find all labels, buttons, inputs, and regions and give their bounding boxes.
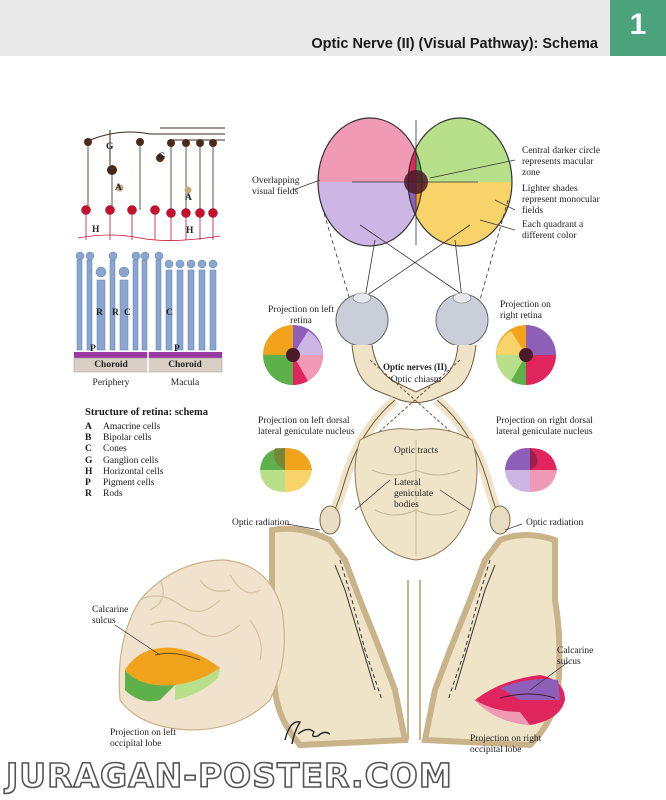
retina-schema bbox=[73, 127, 225, 373]
retina-letter-g-1: G bbox=[106, 142, 114, 152]
calcarine-left-label: Calcarine sulcus bbox=[92, 605, 129, 626]
projection-left-lgn-label: Projection on left dorsal lateral genicu… bbox=[258, 416, 355, 437]
projection-right-occipital-label: Projection on right occipital lobe bbox=[470, 734, 542, 755]
retina-letter-c-1: C bbox=[124, 308, 131, 318]
periphery-label: Periphery bbox=[92, 378, 130, 388]
overlapping-visual-fields bbox=[317, 117, 513, 247]
projection-right-lgn-label: Projection on right dorsal lateral genic… bbox=[496, 416, 593, 437]
page-title: Optic Nerve (II) (Visual Pathway): Schem… bbox=[311, 36, 598, 52]
choroid-label-right: Choroid bbox=[168, 360, 202, 370]
macula-label: Macula bbox=[170, 378, 200, 388]
brainstem bbox=[319, 428, 511, 561]
right-occipital-projection bbox=[475, 675, 565, 725]
each-quadrant-label: Each quadrant a different color bbox=[522, 220, 584, 241]
lateral-geniculate-label: Lateral geniculate bodies bbox=[394, 478, 434, 510]
amacrine-cells bbox=[116, 184, 192, 194]
ganglion-cells bbox=[84, 138, 217, 175]
optic-nerves-label: Optic nerves (II) bbox=[383, 362, 447, 372]
projection-left-occipital-label: Projection on left occipital lobe bbox=[110, 728, 176, 749]
eyeballs bbox=[335, 292, 489, 347]
artist-signature bbox=[284, 721, 331, 745]
horizontal-cell-layer bbox=[77, 234, 221, 241]
plate-number-box: 1 bbox=[610, 0, 666, 56]
leader-lines bbox=[114, 159, 569, 691]
central-circle-label: Central darker circle represents macular… bbox=[522, 146, 601, 178]
optic-pathway bbox=[325, 344, 505, 523]
retina-letter-p-1: P bbox=[90, 344, 96, 354]
retina-letter-a-1: A bbox=[115, 183, 122, 193]
retina-letter-h-2: H bbox=[186, 226, 194, 236]
optic-radiation-left-label: Optic radiation bbox=[232, 518, 290, 528]
choroid-label-left: Choroid bbox=[94, 360, 128, 370]
retina-letter-p-2: P bbox=[174, 344, 180, 354]
optic-radiation-right-label: Optic radiation bbox=[526, 518, 584, 528]
left-retina-projection bbox=[263, 325, 324, 385]
retina-letter-h-1: H bbox=[92, 225, 100, 235]
left-hemisphere bbox=[118, 559, 285, 731]
optic-tracts-label: Optic tracts bbox=[393, 446, 439, 456]
right-retina-projection bbox=[495, 325, 556, 385]
watermark: JURAGAN-POSTER.COM bbox=[5, 755, 453, 796]
plate-number: 1 bbox=[629, 8, 647, 41]
left-lgn-projection bbox=[260, 448, 312, 492]
right-lgn-projection bbox=[505, 448, 557, 492]
optic-chiasm-label: Optic chiasm bbox=[390, 375, 442, 385]
photoreceptors bbox=[75, 251, 218, 351]
calcarine-right-label: Calcarine sulcus bbox=[557, 646, 594, 667]
projection-right-retina-label: Projection on right retina bbox=[500, 300, 551, 321]
projection-left-retina-label: Projection on left retina bbox=[268, 305, 334, 326]
lighter-shades-label: Lighter shades represent monocular field… bbox=[522, 184, 600, 216]
projection-lines bbox=[319, 199, 509, 301]
retina-letter-c-2: C bbox=[166, 308, 173, 318]
legend-title: Structure of retina: schema bbox=[85, 407, 208, 418]
header-bar bbox=[0, 0, 610, 56]
overlapping-fields-label: Overlapping visual fields bbox=[252, 176, 300, 197]
retina-letter-r-1: R bbox=[96, 308, 103, 318]
bipolar-cells bbox=[81, 205, 218, 218]
retina-letter-r-2: R bbox=[112, 308, 119, 318]
retina-letter-g-2: G bbox=[158, 152, 166, 162]
retina-letter-a-2: A bbox=[185, 193, 192, 203]
